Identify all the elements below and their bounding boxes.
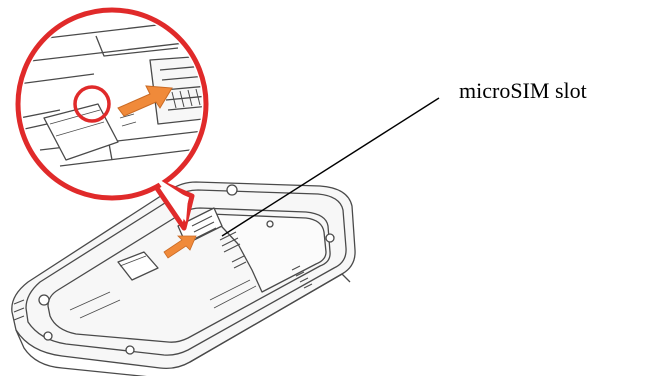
insert-arrow-large — [117, 85, 173, 117]
microsim-slot-label: microSIM slot — [459, 78, 587, 103]
notch-highlight-circle — [73, 85, 111, 123]
zoom-callout — [15, 7, 209, 231]
leader-line — [221, 97, 440, 237]
insert-arrow-small — [163, 235, 197, 259]
device-body — [11, 181, 356, 376]
